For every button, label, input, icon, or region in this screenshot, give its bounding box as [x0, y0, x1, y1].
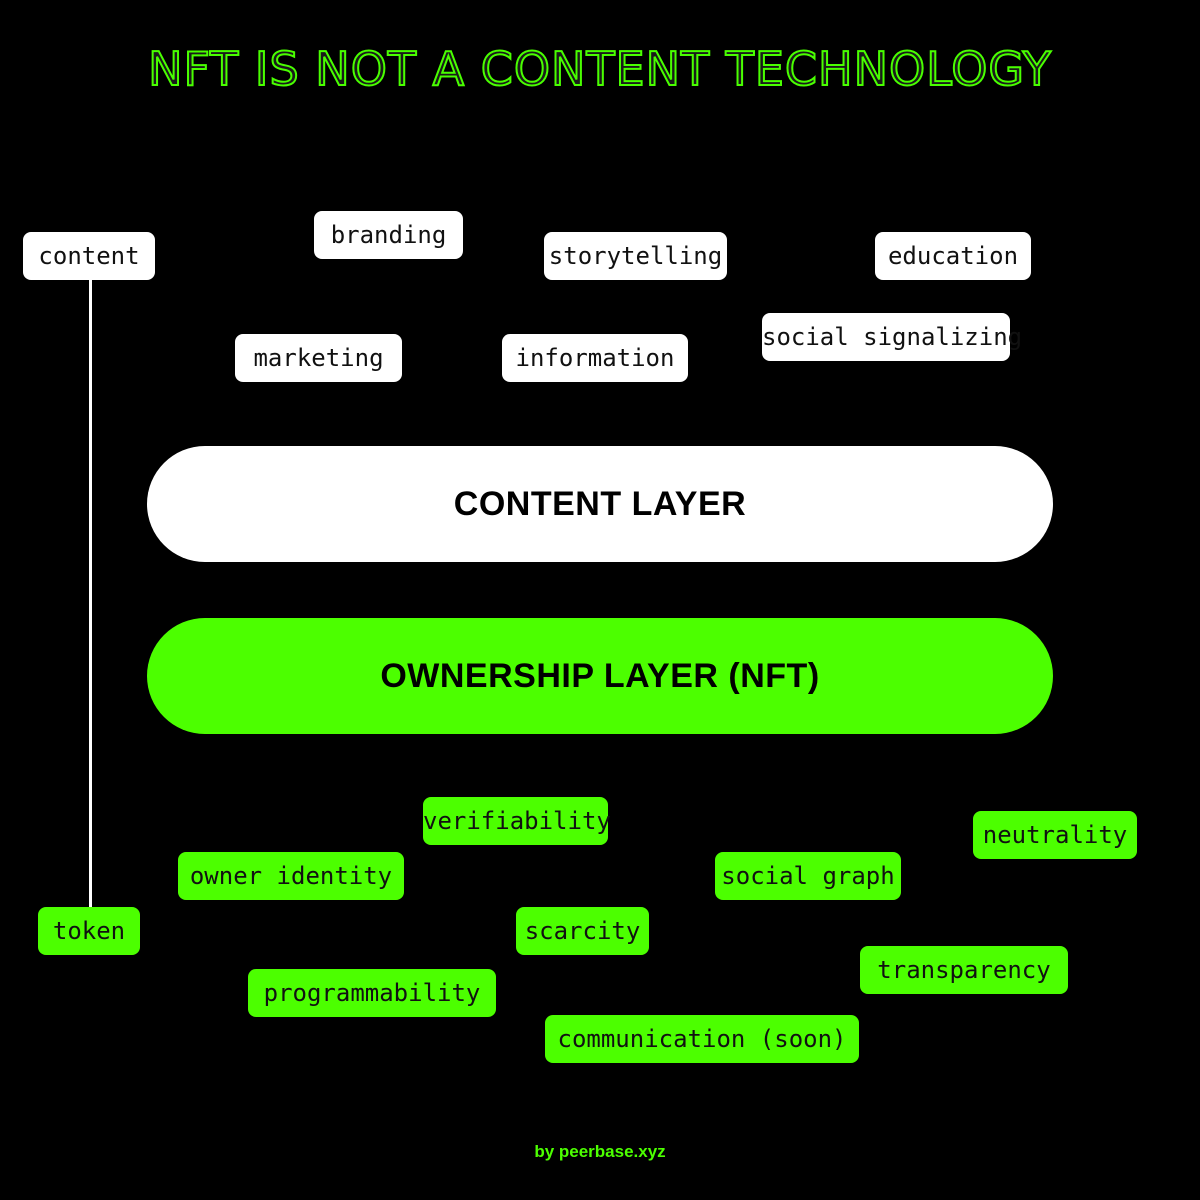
tag-education: education [875, 232, 1031, 280]
tag-verifiability: verifiability [423, 797, 611, 845]
tag-social-signalizing: social signalizing [762, 313, 1022, 361]
tag-neutrality: neutrality [973, 811, 1137, 859]
tag-programmability: programmability [248, 969, 496, 1017]
tag-transparency: transparency [860, 946, 1068, 994]
content-token-connector-line [89, 278, 92, 908]
tag-social-graph: social graph [715, 852, 901, 900]
credit-text: by peerbase.xyz [534, 1142, 666, 1161]
tag-owner-identity: owner identity [178, 852, 404, 900]
tag-storytelling: storytelling [544, 232, 727, 280]
content-layer-bar: CONTENT LAYER [147, 446, 1053, 562]
tag-branding: branding [314, 211, 463, 259]
tag-communication-soon: communication (soon) [545, 1015, 859, 1063]
tag-token: token [38, 907, 140, 955]
ownership-layer-label: OWNERSHIP LAYER (NFT) [380, 656, 820, 695]
tag-information: information [502, 334, 688, 382]
tag-scarcity: scarcity [516, 907, 649, 955]
content-layer-label: CONTENT LAYER [453, 484, 747, 523]
ownership-layer-bar: OWNERSHIP LAYER (NFT) [147, 618, 1053, 734]
tag-marketing: marketing [235, 334, 402, 382]
tag-content: content [23, 232, 155, 280]
page-title: NFT IS NOT A CONTENT TECHNOLOGY [147, 41, 1052, 97]
